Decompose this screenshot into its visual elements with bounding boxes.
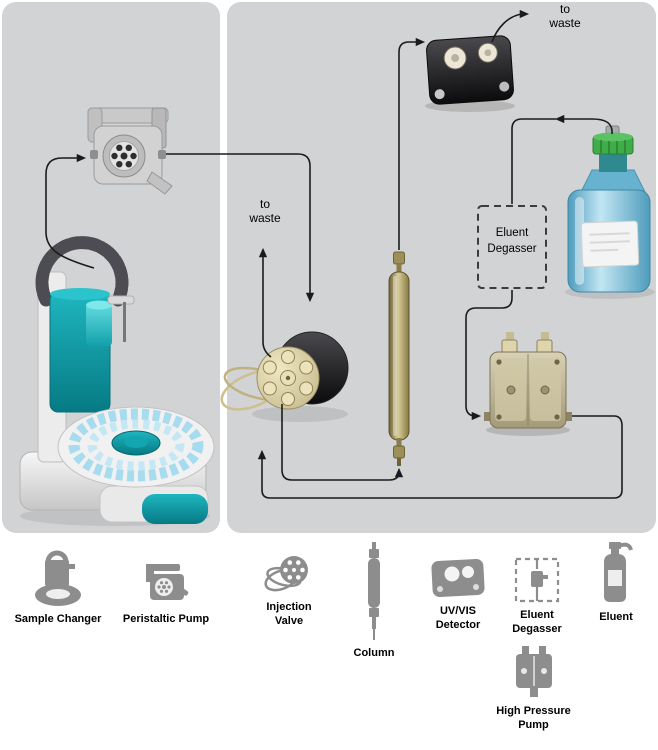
legend-item-sample-changer: Sample Changer (8, 546, 108, 626)
eluent-degasser-label: Eluent Degasser (487, 227, 537, 255)
flow-line-pump-to-valve (166, 153, 315, 303)
sample-changer (19, 236, 215, 526)
injection-valve-icon (264, 556, 308, 592)
flow-line-pump-to-injection-valve (257, 415, 623, 499)
eluent-degasser-box (477, 205, 547, 289)
flow-line-valve-to-waste (258, 247, 272, 358)
flow-line-valve-to-column (281, 404, 404, 481)
eluent-degasser-icon (514, 557, 560, 603)
waste-label-top: to waste (549, 2, 581, 30)
pump-lever (146, 171, 173, 195)
legend-label: Peristaltic Pump (122, 613, 210, 625)
flow-line-bottle-out (554, 114, 613, 135)
flow-line-sample-to-pump (45, 153, 95, 269)
bottle-label (580, 220, 640, 268)
uvvis-detector (425, 35, 515, 112)
uvvis-detector-icon (431, 559, 485, 597)
flow-line-to-degasser (511, 118, 556, 204)
legend-label: High Pressure Pump (496, 705, 571, 732)
legend-label: Sample Changer (14, 613, 102, 625)
sample-changer-icon (35, 550, 81, 606)
legend-item-eluent-degasser: Eluent Degasser (494, 556, 580, 637)
flow-line-column-to-detector (398, 37, 426, 250)
legend-item-injection-valve: Injection Valve (246, 550, 332, 629)
sample-needle (123, 302, 126, 342)
legend-label: Eluent Degasser (512, 609, 562, 636)
high-pressure-pump (484, 332, 572, 436)
peristaltic-pump (87, 107, 173, 195)
column (388, 251, 410, 466)
legend-item-uvvis-detector: UV/VIS Detector (414, 556, 502, 633)
legend-item-high-pressure-pump: High Pressure Pump (486, 644, 581, 733)
legend-item-column: Column (348, 542, 400, 660)
high-pressure-pump-icon (515, 646, 552, 697)
column-icon (368, 542, 380, 640)
legend-label: Injection Valve (266, 601, 312, 628)
peristaltic-pump-icon (146, 564, 189, 600)
flow-line-detector-to-waste (491, 9, 530, 43)
legend-label: Column (353, 647, 395, 659)
carry-handle (35, 236, 129, 307)
legend-item-peristaltic-pump: Peristaltic Pump (116, 560, 216, 626)
flow-lines (45, 9, 623, 499)
legend-label: UV/VIS Detector (435, 605, 481, 632)
legend-label: Eluent (599, 611, 633, 623)
flow-diagram-svg (2, 2, 656, 533)
flow-line-degasser-to-pump (465, 290, 513, 421)
eluent-icon (604, 542, 633, 602)
waste-label-left: to waste (249, 197, 281, 225)
injection-valve (220, 331, 349, 422)
legend-item-eluent: Eluent (582, 540, 650, 624)
